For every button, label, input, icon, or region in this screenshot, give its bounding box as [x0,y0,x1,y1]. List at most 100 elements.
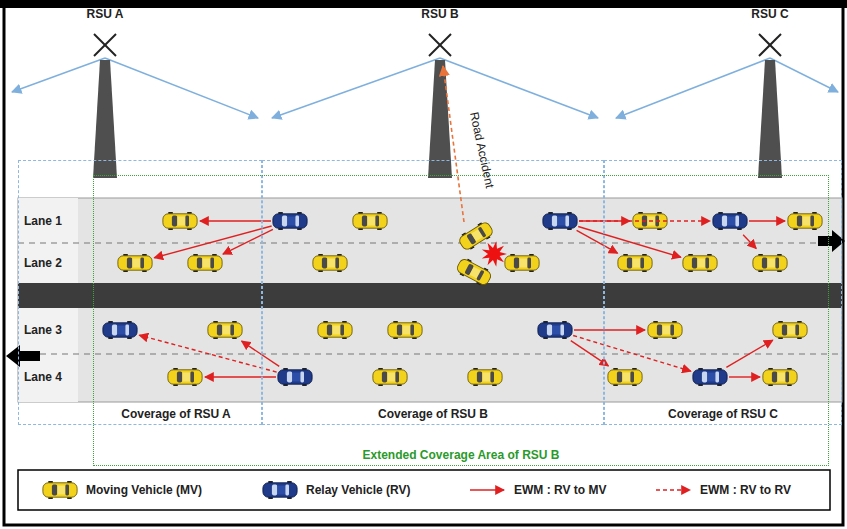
legend-label: Relay Vehicle (RV) [306,483,411,497]
road-surface [18,198,842,402]
coverage-region: Coverage of RSU C [604,160,842,425]
legend-sample [656,490,690,491]
road [6,198,845,402]
antenna [429,34,451,56]
ewm-rv-to-mv [743,235,756,249]
legend-marks [43,481,690,499]
relay-vehicle [713,212,747,230]
relay-vehicle [103,321,137,339]
moving-vehicle [788,212,822,230]
radio-link [272,58,440,118]
legend-sample [263,481,297,499]
rsu-label: RSU B [421,7,458,21]
ewm-rv-to-rv [139,335,276,372]
moving-vehicle [683,254,717,272]
coverage-region: Coverage of RSU A [18,160,262,425]
moving-vehicle [388,321,422,339]
lane-label-area [18,198,78,283]
accident [455,219,507,288]
lane-label: Lane 1 [24,214,62,228]
rsu-label: RSU C [751,7,788,21]
legend-sample [470,490,504,491]
relay-vehicle [278,368,312,386]
direction-arrow [818,230,845,252]
lane-divider [18,243,842,244]
ewm-rv-to-mv [577,230,618,253]
rsu-tower [758,34,782,178]
ewm-rv-to-rv [579,220,710,221]
rsu-tower [93,34,117,178]
moving-vehicle [118,254,152,272]
lane-label: Lane 3 [24,323,62,337]
rsu-label: RSU A [87,7,124,21]
arrow-sample [656,489,690,490]
ewm-rv-to-mv [200,220,271,221]
ewm-rv-to-rv [573,336,691,372]
relay-vehicle [273,212,307,230]
moving-vehicle [188,254,222,272]
ewm-arrows [139,221,785,377]
relay-vehicle [693,368,727,386]
vehicle-icon [263,481,297,499]
moving-vehicle [763,368,797,386]
region-label: Coverage of RSU C [668,407,778,421]
moving-vehicle [608,368,642,386]
crashed-vehicle [455,256,494,288]
ewm-rv-to-mv [223,229,273,254]
lane-divider [18,354,842,355]
lane-label: Lane 2 [24,256,62,270]
radio-link [12,58,105,92]
ewm-rv-to-mv [574,329,645,330]
moving-vehicle [168,368,202,386]
moving-vehicle [318,321,352,339]
radio-link [616,58,770,118]
vehicle-icon [43,481,77,499]
extended-coverage-region: Extended Coverage Area of RSU B [93,175,829,466]
coverage-region: Coverage of RSU B [262,160,604,425]
region-label: Extended Coverage Area of RSU B [363,448,560,462]
vehicles [103,212,822,386]
ewm-rv-to-mv [154,226,271,258]
radio-link [440,58,598,118]
region-label: Coverage of RSU A [121,407,231,421]
ewm-rv-to-mv [729,376,760,377]
legend-label: EWM : RV to RV [700,483,791,497]
antenna [759,34,781,56]
lane-label: Lane 4 [24,370,62,384]
antenna [94,34,116,56]
moving-vehicle [648,321,682,339]
moving-vehicle [753,254,787,272]
antenna [94,34,116,56]
median [18,283,842,308]
antenna [759,34,781,56]
moving-vehicle [373,368,407,386]
frame [4,6,843,525]
moving-vehicle [163,212,197,230]
moving-vehicle [618,254,652,272]
radio-link [770,58,838,92]
rsu-towers [93,34,782,178]
legend-label: EWM : RV to MV [514,483,606,497]
radio-link [105,58,258,118]
moving-vehicle [468,368,502,386]
moving-vehicle [313,254,347,272]
accident-label: Road Accident [467,111,497,190]
direction-arrow [6,345,40,367]
relay-vehicle [543,212,577,230]
radio-links [12,58,838,118]
region-label: Coverage of RSU B [378,407,488,421]
moving-vehicle [208,321,242,339]
ewm-rv-to-mv [242,341,280,366]
antenna [429,34,451,56]
ewm-rv-to-mv [205,376,276,377]
legend-box [18,470,830,510]
legend-sample [43,481,77,499]
accident-report-arrow [443,66,464,222]
moving-vehicle [353,212,387,230]
moving-vehicle [505,254,539,272]
moving-vehicle [773,321,807,339]
ewm-rv-to-mv [578,226,681,257]
impact-star [482,241,507,267]
relay-vehicle [538,321,572,339]
